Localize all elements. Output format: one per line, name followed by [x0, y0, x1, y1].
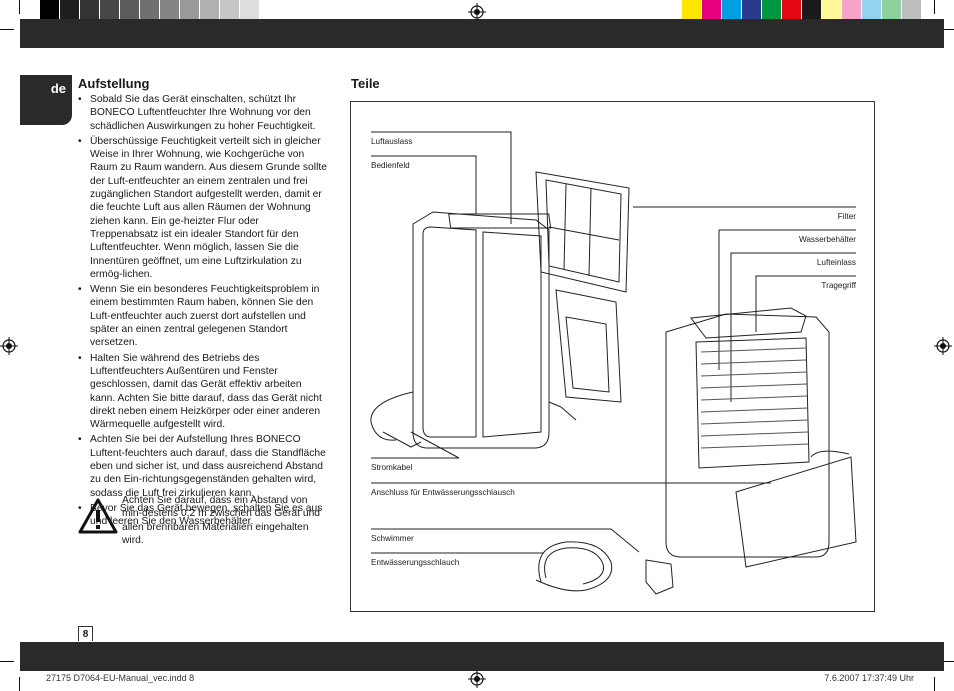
teile-heading: Teile [351, 76, 380, 91]
warning-triangle-icon [78, 498, 118, 534]
label-luftauslass: Luftauslass [371, 137, 413, 146]
bottom-bar [20, 642, 944, 671]
color-swatch-strip [682, 0, 922, 21]
label-lufteinlass: Lufteinlass [816, 258, 856, 267]
list-item: Halten Sie während des Betriebs des Luft… [78, 352, 328, 432]
list-item: Sobald Sie das Gerät einschalten, schütz… [78, 93, 328, 133]
footer-timestamp: 7.6.2007 17:37:49 Uhr [824, 673, 914, 683]
language-tab-label: de [50, 81, 66, 96]
color-swatch [902, 0, 922, 21]
crop-mark [0, 661, 14, 662]
color-swatch [762, 0, 782, 21]
list-item: Bevor Sie das Gerät bewegen, schalten Si… [78, 502, 328, 529]
crop-mark [934, 677, 935, 691]
parts-diagram: Luftauslass Bedienfeld Filter Wasserbehä… [350, 101, 875, 612]
color-swatch [682, 0, 702, 21]
color-swatch [702, 0, 722, 21]
gray-swatch-strip [40, 0, 280, 21]
aufstellung-section: Aufstellung Sobald Sie das Gerät einscha… [78, 76, 328, 531]
color-swatch [802, 0, 822, 21]
color-swatch [240, 0, 260, 21]
warning-text: Achten Sie darauf, dass ein Abstand von … [122, 495, 321, 546]
color-swatch [120, 0, 140, 21]
color-swatch [80, 0, 100, 21]
list-item: Achten Sie bei der Aufstellung Ihres BON… [78, 433, 328, 499]
label-tragegriff: Tragegriff [821, 281, 856, 290]
crop-mark [0, 29, 14, 30]
color-swatch [160, 0, 180, 21]
label-anschluss: Anschluss für Entwässerungsschlausch [371, 488, 515, 497]
page-number: 8 [78, 626, 93, 641]
dehumidifier-illustration [370, 131, 857, 595]
registration-mark-icon [934, 337, 952, 355]
color-swatch [822, 0, 842, 21]
color-swatch [260, 0, 280, 21]
color-swatch [100, 0, 120, 21]
top-bar [20, 19, 944, 48]
aufstellung-heading: Aufstellung [78, 76, 150, 91]
label-schwimmer: Schwimmer [371, 534, 414, 543]
color-swatch [200, 0, 220, 21]
registration-mark-icon [0, 337, 18, 355]
crop-mark [19, 0, 20, 14]
color-swatch [742, 0, 762, 21]
label-wasserbehaelter: Wasserbehälter [798, 235, 856, 244]
label-stromkabel: Stromkabel [371, 463, 413, 472]
label-entwaesserungsschlauch: Entwässerungsschlauch [371, 558, 460, 567]
crop-mark [940, 661, 954, 662]
footer-filename: 27175 D7064-EU-Manual_vec.indd 8 [46, 673, 195, 683]
color-swatch [862, 0, 882, 21]
color-swatch [842, 0, 862, 21]
list-item: Wenn Sie ein besonderes Feuchtigkeitspro… [78, 283, 328, 349]
color-swatch [140, 0, 160, 21]
crop-mark [19, 677, 20, 691]
aufstellung-list: Sobald Sie das Gerät einschalten, schütz… [78, 93, 328, 529]
color-swatch [180, 0, 200, 21]
registration-mark-icon [468, 3, 486, 21]
color-swatch [882, 0, 902, 21]
language-tab: de [20, 75, 72, 125]
registration-mark-icon [468, 670, 486, 688]
label-bedienfeld: Bedienfeld [371, 161, 410, 170]
color-swatch [782, 0, 802, 21]
list-item: Überschüssige Feuchtigkeit verteilt sich… [78, 135, 328, 281]
color-swatch [60, 0, 80, 21]
color-swatch [40, 0, 60, 21]
label-filter: Filter [837, 212, 856, 221]
crop-mark [934, 0, 935, 14]
crop-mark [940, 29, 954, 30]
color-swatch [722, 0, 742, 21]
color-swatch [220, 0, 240, 21]
